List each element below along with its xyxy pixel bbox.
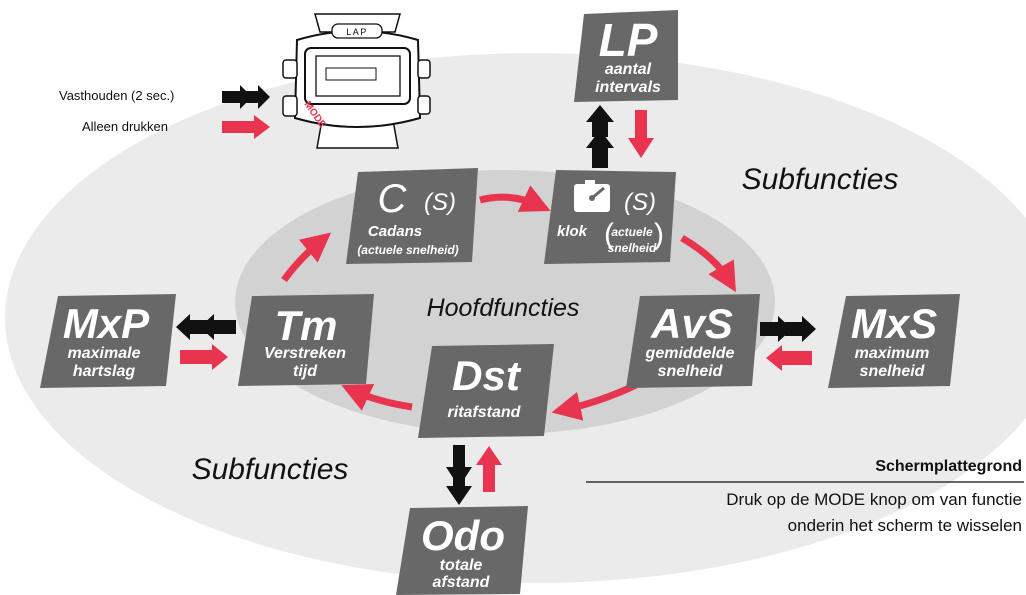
svg-text:Cadans: Cadans [368, 223, 422, 240]
arrow-klok-to-lp [586, 105, 614, 168]
tile-dst[interactable]: Dst ritafstand [418, 344, 554, 438]
svg-text:aantal: aantal [605, 61, 652, 78]
arrow-odo-to-dst [476, 446, 502, 492]
lap-label: LAP [346, 27, 368, 37]
svg-text:(S): (S) [624, 189, 656, 216]
svg-text:MxP: MxP [63, 300, 150, 347]
svg-text:gemiddelde: gemiddelde [645, 345, 735, 362]
svg-text:actuele: actuele [611, 225, 653, 239]
svg-text:(: ( [604, 218, 614, 251]
arrow-klok-to-avs [680, 234, 736, 293]
arrow-avs-to-mxs [760, 316, 816, 342]
tile-klok[interactable]: (S) klok ( actuele snelheid ) [544, 170, 676, 264]
tile-odo[interactable]: Odo totale afstand [396, 506, 528, 595]
svg-text:Odo: Odo [421, 512, 505, 559]
svg-text:totale: totale [440, 557, 483, 574]
hold-label: Vasthouden (2 sec.) [59, 88, 174, 103]
svg-text:Verstreken: Verstreken [264, 345, 346, 362]
legend-line-2: onderin het scherm te wisselen [788, 516, 1022, 535]
subfunctions-label-right: Subfuncties [742, 163, 899, 196]
tile-avs[interactable]: AvS gemiddelde snelheid [626, 294, 760, 388]
press-label: Alleen drukken [82, 119, 168, 134]
arrow-mxp-to-tm [180, 344, 228, 370]
arrow-tm-to-cad [281, 232, 332, 283]
svg-text:snelheid: snelheid [658, 363, 724, 380]
svg-text:AvS: AvS [650, 300, 733, 347]
svg-text:intervals: intervals [595, 79, 661, 96]
legend-title: Schermplattegrond [875, 458, 1022, 475]
tile-mxs[interactable]: MxS maximum snelheid [828, 294, 960, 388]
tile-tm[interactable]: Tm Verstreken tijd [238, 294, 374, 386]
arrow-avs-to-dst [551, 381, 638, 421]
subfunctions-label-left: Subfuncties [192, 453, 349, 486]
svg-text:(S): (S) [424, 189, 456, 216]
tile-mxp[interactable]: MxP maximale hartslag [40, 294, 176, 388]
svg-text:tijd: tijd [293, 363, 318, 380]
arrow-lp-to-klok [628, 110, 654, 158]
svg-text:Dst: Dst [452, 352, 522, 399]
svg-text:maximale: maximale [68, 345, 141, 362]
arrow-cad-to-klok [479, 185, 551, 212]
stopwatch-icon [574, 180, 610, 212]
svg-text:hartslag: hartslag [73, 363, 135, 380]
legend-line-1: Druk op de MODE knop om van functie [726, 490, 1022, 509]
svg-text:afstand: afstand [433, 574, 491, 591]
arrow-tm-to-mxp [176, 314, 236, 340]
svg-text:klok: klok [557, 223, 588, 240]
svg-text:): ) [654, 218, 664, 251]
press-arrow-icon [222, 115, 270, 139]
main-functions-label: Hoofdfuncties [427, 294, 580, 322]
svg-text:ritafstand: ritafstand [448, 404, 522, 421]
svg-text:Tm: Tm [275, 302, 338, 349]
arrow-dst-to-tm [341, 384, 413, 411]
mode-button[interactable] [282, 95, 298, 117]
lap-button[interactable] [331, 23, 383, 39]
svg-text:maximum: maximum [855, 345, 930, 362]
svg-text:snelheid: snelheid [608, 241, 657, 255]
arrow-dst-to-odo [446, 445, 472, 505]
tile-lp[interactable]: LP aantal intervals [574, 10, 678, 102]
left-button-top[interactable] [282, 59, 298, 79]
hold-double-arrow-icon [222, 85, 270, 109]
svg-text:LP: LP [599, 14, 658, 66]
tile-cadans[interactable]: C (S) Cadans (actuele snelheid) [346, 168, 478, 264]
svg-text:MxS: MxS [851, 300, 937, 347]
svg-text:snelheid: snelheid [860, 363, 926, 380]
svg-text:(actuele snelheid): (actuele snelheid) [357, 243, 458, 257]
arrow-mxs-to-avs [766, 345, 812, 371]
svg-text:C: C [378, 177, 408, 221]
